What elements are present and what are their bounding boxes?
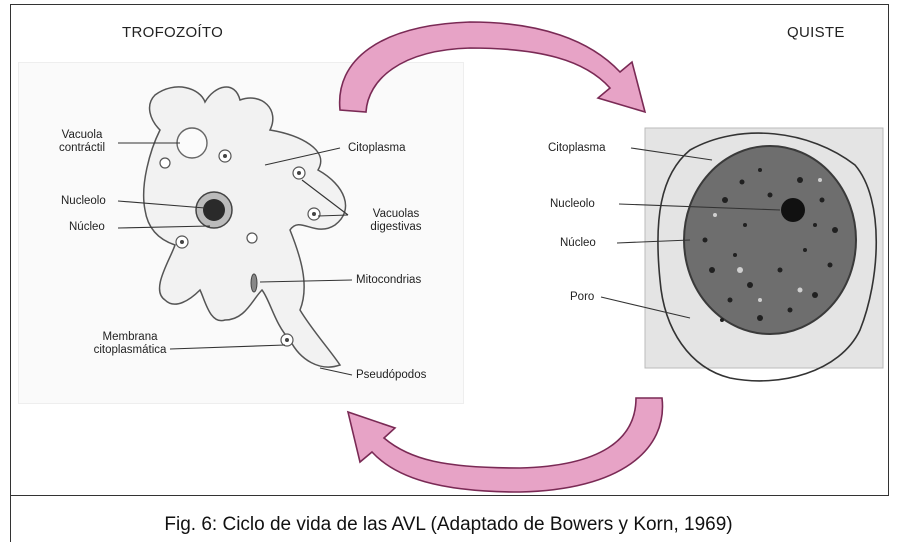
label-membrana: Membrana citoplasmática (82, 331, 178, 357)
label-vacuolas-line1: Vacuolas (358, 208, 434, 221)
trophozoite-title: TROFOZOÍTO (122, 24, 223, 41)
label-vacuola-contractil: Vacuola contráctil (44, 129, 120, 155)
label-nucleolo-quiste: Nucleolo (550, 198, 595, 211)
cyst-title: QUISTE (787, 24, 845, 41)
label-membrana-line2: citoplasmática (82, 344, 178, 357)
figure-caption: Fig. 6: Ciclo de vida de las AVL (Adapta… (0, 514, 897, 536)
label-citoplasma-quiste: Citoplasma (548, 142, 606, 155)
bottom-cycle-arrow (348, 398, 663, 492)
label-vacuola-line1: Vacuola (44, 129, 120, 142)
label-mitocondrias: Mitocondrias (356, 274, 421, 287)
label-citoplasma-trofozoito: Citoplasma (348, 142, 406, 155)
mitochondria (251, 274, 257, 292)
label-nucleo: Núcleo (69, 221, 105, 234)
top-cycle-arrow (340, 22, 645, 112)
cyst-nucleolus (781, 198, 805, 222)
label-pseudopodos: Pseudópodos (356, 369, 426, 382)
label-vacuola-line2: contráctil (44, 142, 120, 155)
trophozoite-nucleolus (203, 199, 225, 221)
label-vacuolas-line2: digestivas (358, 221, 434, 234)
label-vacuolas-digestivas: Vacuolas digestivas (358, 208, 434, 234)
cyst-body (684, 146, 856, 334)
label-nucleolo: Nucleolo (61, 195, 106, 208)
label-membrana-line1: Membrana (82, 331, 178, 344)
label-nucleo-quiste: Núcleo (560, 237, 596, 250)
contractile-vacuole (177, 128, 207, 158)
label-poro: Poro (570, 291, 594, 304)
